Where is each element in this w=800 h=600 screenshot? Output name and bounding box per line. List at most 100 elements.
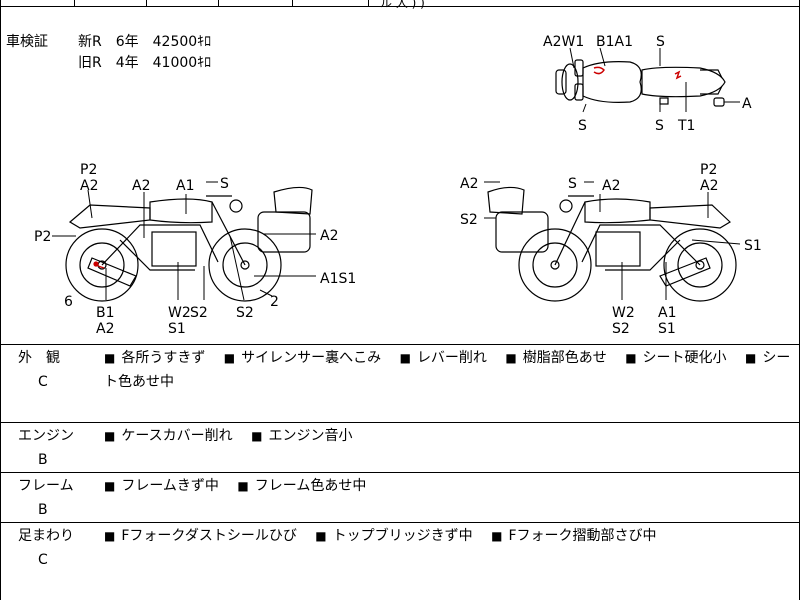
left-label-s: S — [220, 176, 229, 192]
left-label-a2-right: A2 — [320, 228, 338, 244]
bike-right-view — [487, 186, 737, 302]
damage-diagrams: A2W1 B1A1 S S S T1 A — [34, 34, 762, 337]
bullet-icon: ■ — [625, 351, 637, 365]
section-grade: C — [38, 374, 48, 390]
right-label-s2-bottom: S2 — [612, 321, 630, 337]
section-engine: エンジン B ■ケースカバー削れ ■エンジン音小 — [0, 424, 800, 472]
top-label-b1a1: B1A1 — [596, 34, 633, 50]
bullet-icon: ■ — [237, 479, 249, 493]
item: ■サイレンサー裏へこみ — [223, 350, 382, 366]
right-label-s2: S2 — [460, 212, 478, 228]
left-view-labels: P2 A2 A2 A1 S P2 A2 A1S1 6 B1 A2 W2 S2 S… — [34, 162, 356, 337]
left-label-p2-side: P2 — [34, 229, 51, 245]
top-cell-divider — [74, 0, 75, 6]
left-view-leaders — [52, 181, 316, 301]
bullet-icon: ■ — [491, 529, 503, 543]
section-grade: C — [38, 552, 48, 568]
section-name: フレーム — [18, 478, 74, 494]
right-view-labels: A2 S A2 P2 A2 S2 S1 W2 S2 A1 S1 — [460, 162, 762, 337]
right-label-p2: P2 — [700, 162, 717, 178]
section-frame: フレーム B ■フレームきず中 ■フレーム色あせ中 — [0, 474, 800, 522]
bullet-icon: ■ — [744, 351, 757, 365]
item: ■Fフォークダストシールひび — [104, 528, 297, 544]
section-name: エンジン — [18, 428, 74, 444]
left-label-a2-mid: A2 — [132, 178, 150, 194]
bullet-icon: ■ — [104, 429, 116, 443]
bullet-icon: ■ — [223, 351, 236, 365]
right-label-a2-right: A2 — [700, 178, 718, 194]
bullet-icon: ■ — [251, 429, 263, 443]
left-label-6: 6 — [64, 294, 73, 310]
item: ■トップブリッジきず中 — [315, 528, 473, 544]
top-label-s-bottom: S — [578, 118, 587, 134]
section-items: ■Fフォークダストシールひび ■トップブリッジきず中 ■Fフォーク摺動部さび中 — [104, 524, 794, 548]
top-row-text: ル 人 ) ) — [380, 0, 425, 10]
inspection-old: 旧R 4年 41000ｷﾛ — [78, 55, 212, 71]
section-exterior: 外 観 C ■各所うすきず ■サイレンサー裏へこみ ■レバー削れ ■樹脂部色あせ… — [0, 346, 800, 422]
left-label-s1: S1 — [168, 321, 186, 337]
left-label-w2: W2 — [168, 305, 191, 321]
item: ■シート色あせ中 — [104, 350, 791, 390]
item: ■樹脂部色あせ — [505, 350, 607, 366]
section-label: 外 観 C — [18, 346, 78, 394]
left-label-p2-top: P2 — [80, 162, 97, 178]
left-border — [0, 0, 1, 600]
left-label-s2: S2 — [190, 305, 208, 321]
item: ■各所うすきず — [104, 350, 206, 366]
top-label-s: S — [656, 34, 665, 50]
bike-left-view — [65, 186, 313, 302]
section-label: フレーム B — [18, 474, 78, 522]
right-label-w2: W2 — [612, 305, 635, 321]
right-label-a2: A2 — [602, 178, 620, 194]
section-items: ■ケースカバー削れ ■エンジン音小 — [104, 424, 794, 448]
divider — [0, 522, 800, 523]
bullet-icon: ■ — [315, 529, 327, 543]
left-label-a1s1: A1S1 — [320, 271, 356, 287]
section-suspension: 足まわり C ■Fフォークダストシールひび ■トップブリッジきず中 ■Fフォーク… — [0, 524, 800, 600]
item: ■Fフォーク摺動部さび中 — [491, 528, 657, 544]
top-cell-divider — [146, 0, 147, 6]
right-label-a1: A1 — [658, 305, 676, 321]
right-label-s1: S1 — [744, 238, 762, 254]
bullet-icon: ■ — [104, 529, 116, 543]
bullet-icon: ■ — [104, 351, 116, 365]
item: ■フレーム色あせ中 — [237, 478, 367, 494]
left-label-b1: B1 — [96, 305, 115, 321]
bike-top-view — [555, 59, 726, 107]
inspection-new: 新R 6年 42500ｷﾛ — [78, 34, 212, 50]
divider — [0, 344, 800, 345]
item: ■ケースカバー削れ — [104, 428, 233, 444]
right-label-a2-top: A2 — [460, 176, 478, 192]
section-grade: B — [38, 502, 48, 518]
left-label-s2-b: S2 — [236, 305, 254, 321]
section-name: 外 観 — [18, 350, 60, 366]
top-label-a: A — [742, 96, 752, 112]
section-label: エンジン B — [18, 424, 78, 472]
section-items: ■フレームきず中 ■フレーム色あせ中 — [104, 474, 794, 498]
bullet-icon: ■ — [399, 351, 411, 365]
divider — [0, 472, 800, 473]
top-label-t1: T1 — [677, 118, 695, 134]
divider — [0, 422, 800, 423]
top-row-border — [0, 6, 800, 7]
top-view-labels: A2W1 B1A1 S S S T1 A — [543, 34, 752, 134]
bullet-icon: ■ — [505, 351, 517, 365]
bullet-icon: ■ — [104, 479, 116, 493]
section-grade: B — [38, 452, 48, 468]
top-cell-divider — [292, 0, 293, 6]
right-label-s: S — [568, 176, 577, 192]
right-view-leaders — [484, 181, 741, 300]
inspection-block: 車検証 新R 6年 42500ｷﾛ 旧R 4年 41000ｷﾛ — [6, 32, 306, 76]
item: ■フレームきず中 — [104, 478, 219, 494]
top-view-leaders — [569, 47, 740, 113]
item: ■エンジン音小 — [251, 428, 353, 444]
top-cell-divider — [368, 0, 369, 6]
item: ■シート硬化小 — [625, 350, 727, 366]
left-label-a1: A1 — [176, 178, 194, 194]
section-items: ■各所うすきず ■サイレンサー裏へこみ ■レバー削れ ■樹脂部色あせ ■シート硬… — [104, 346, 794, 394]
left-label-a2-bottom: A2 — [96, 321, 114, 337]
left-label-2: 2 — [270, 294, 279, 310]
inspection-label: 車検証 — [6, 34, 48, 50]
right-label-s1-bottom: S1 — [658, 321, 676, 337]
section-name: 足まわり — [18, 528, 74, 544]
